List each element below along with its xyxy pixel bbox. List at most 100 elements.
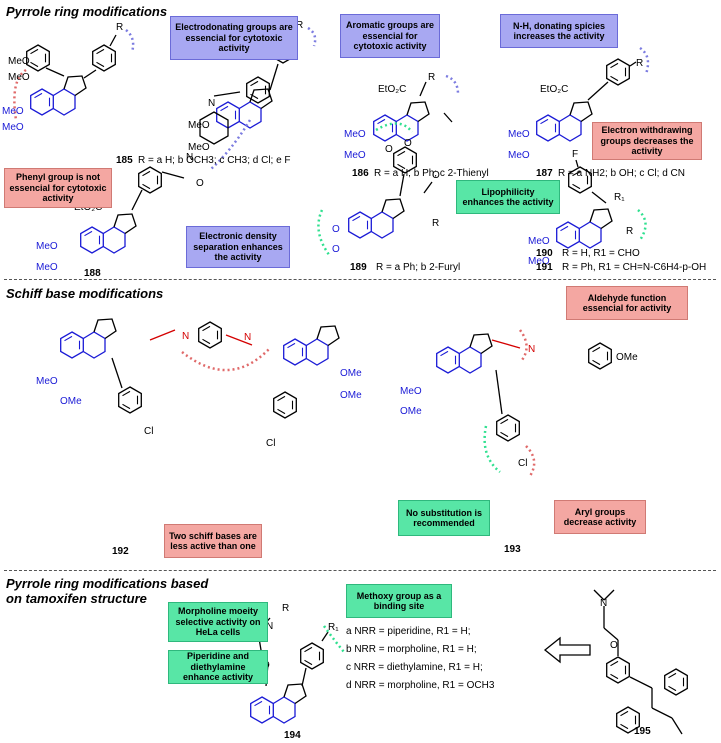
compound-193-number: 193: [504, 544, 521, 555]
svg-text:OMe: OMe: [340, 390, 362, 401]
structure-185: [13, 29, 135, 121]
compound-185-description: R = a H; b OCH3; c CH3; d Cl; e F: [138, 155, 291, 166]
svg-text:O: O: [332, 224, 340, 235]
svg-text:MeO: MeO: [528, 256, 550, 267]
compound-190-number: 190: [536, 248, 553, 259]
svg-text:O: O: [196, 178, 204, 189]
section-title-tamoxifen: Pyrrole ring modifications based: [6, 576, 209, 591]
compound-195-number: 195: [634, 726, 651, 737]
svg-text:MeO: MeO: [344, 150, 366, 161]
svg-text:R: R: [296, 20, 303, 31]
compound-187-description: R = a NH2; b OH; c Cl; d CN: [558, 168, 685, 179]
list-194-a: a NRR = piperidine, R1 = H;: [346, 626, 471, 637]
svg-text:N: N: [244, 332, 251, 343]
svg-text:Cl: Cl: [518, 458, 527, 469]
compound-186-description: R = a H; b Ph; c 2-Thienyl: [374, 168, 489, 179]
structure-193: [436, 329, 612, 477]
section-title-pyrrole: Pyrrole ring modifications: [6, 4, 168, 19]
svg-text:OMe: OMe: [60, 396, 82, 407]
compound-188-number: 188: [84, 268, 101, 279]
note-phenyl: Phenyl group is not essencial for cytoto…: [4, 168, 112, 208]
note-morpholine: Morpholine moeity selective activity on …: [168, 602, 268, 642]
list-194-b: b NRR = morpholine, R1 = H;: [346, 644, 477, 655]
svg-text:N: N: [186, 152, 193, 163]
svg-text:R₁: R₁: [614, 192, 625, 203]
svg-text:N: N: [600, 598, 607, 609]
compound-191-description: R = Ph, R1 = CH=N-C6H4-p-OH: [562, 262, 707, 273]
note-aryl-decrease: Aryl groups decrease activity: [554, 500, 646, 534]
svg-text:OMe: OMe: [616, 352, 638, 363]
structure-186: [373, 74, 460, 142]
compound-187-number: 187: [536, 168, 553, 179]
svg-text:MeO: MeO: [36, 241, 58, 252]
svg-text:O: O: [610, 640, 618, 651]
note-electron-withdrawing: Electron withdrawing groups decreases th…: [592, 122, 702, 160]
compound-191-number: 191: [536, 262, 553, 273]
svg-text:Cl: Cl: [144, 426, 153, 437]
svg-text:MeO: MeO: [508, 150, 530, 161]
svg-text:R: R: [282, 603, 289, 614]
svg-text:R₁: R₁: [328, 622, 339, 633]
svg-text:R: R: [626, 226, 633, 237]
note-aromatic: Aromatic groups are essencial for cytoto…: [340, 14, 440, 58]
structure-195: [593, 589, 688, 735]
compound-189-description: R = a Ph; b 2-Furyl: [376, 262, 461, 273]
note-no-substitution: No substitution is recommended: [398, 500, 490, 536]
structure-188: [80, 76, 270, 254]
svg-text:MeO: MeO: [2, 122, 24, 133]
structure-187: [536, 46, 650, 142]
svg-text:MeO: MeO: [36, 376, 58, 387]
note-electronic-density: Electronic density separation enhances t…: [186, 226, 290, 268]
svg-text:R: R: [636, 58, 643, 69]
note-nh-donating: N-H, donating spicies increases the acti…: [500, 14, 618, 48]
arrow-icon: [543, 636, 591, 664]
list-194-d: d NRR = morpholine, R1 = OCH3: [346, 680, 495, 691]
note-aldehyde: Aldehyde function essencial for activity: [566, 286, 688, 320]
list-194-c: c NRR = diethylamine, R1 = H;: [346, 662, 483, 673]
compound-185-number: 185: [116, 155, 133, 166]
section-title-schiff: Schiff base modifications: [6, 286, 164, 301]
svg-text:O: O: [432, 170, 440, 181]
svg-text:MeO: MeO: [344, 129, 366, 140]
svg-text:MeO: MeO: [188, 142, 210, 153]
structure-192: [60, 318, 340, 419]
svg-text:MeO: MeO: [8, 56, 30, 67]
structure-189: [317, 122, 433, 257]
section-title-tamoxifen-2: on tamoxifen structure: [6, 591, 147, 606]
svg-text:MeO: MeO: [508, 129, 530, 140]
svg-text:Cl: Cl: [266, 438, 275, 449]
svg-text:R: R: [116, 22, 123, 33]
svg-text:O: O: [332, 244, 340, 255]
note-lipophilicity: Lipophilicity enhances the activity: [456, 180, 560, 214]
svg-text:R: R: [428, 72, 435, 83]
divider: [4, 570, 716, 571]
svg-text:EtO₂C: EtO₂C: [540, 84, 568, 95]
compound-194-number: 194: [284, 730, 301, 741]
svg-text:EtO₂C: EtO₂C: [378, 84, 406, 95]
structure-190: [556, 159, 647, 249]
note-piperidine: Piperidine and diethylamine enhance acti…: [168, 650, 268, 684]
compound-192-number: 192: [112, 546, 129, 557]
svg-text:MeO: MeO: [400, 386, 422, 397]
divider: [4, 279, 716, 280]
svg-text:MeO: MeO: [2, 106, 24, 117]
svg-text:N: N: [266, 621, 273, 632]
compound-190-description: R = H, R1 = CHO: [562, 248, 640, 259]
svg-text:O: O: [385, 144, 393, 155]
svg-text:R: R: [432, 218, 439, 229]
svg-text:MeO: MeO: [36, 262, 58, 273]
compound-189-number: 189: [350, 262, 367, 273]
svg-text:F: F: [572, 149, 578, 160]
svg-text:MeO: MeO: [528, 236, 550, 247]
svg-text:N: N: [182, 331, 189, 342]
compound-186-number: 186: [352, 168, 369, 179]
svg-text:OMe: OMe: [340, 368, 362, 379]
svg-text:O: O: [404, 138, 412, 149]
svg-text:OMe: OMe: [400, 406, 422, 417]
note-methoxy: Methoxy group as a binding site: [346, 584, 452, 618]
svg-text:MeO: MeO: [188, 120, 210, 131]
svg-text:N: N: [528, 344, 535, 355]
svg-text:N: N: [208, 98, 215, 109]
note-two-schiff: Two schiff bases are less active than on…: [164, 524, 262, 558]
svg-text:MeO: MeO: [8, 72, 30, 83]
